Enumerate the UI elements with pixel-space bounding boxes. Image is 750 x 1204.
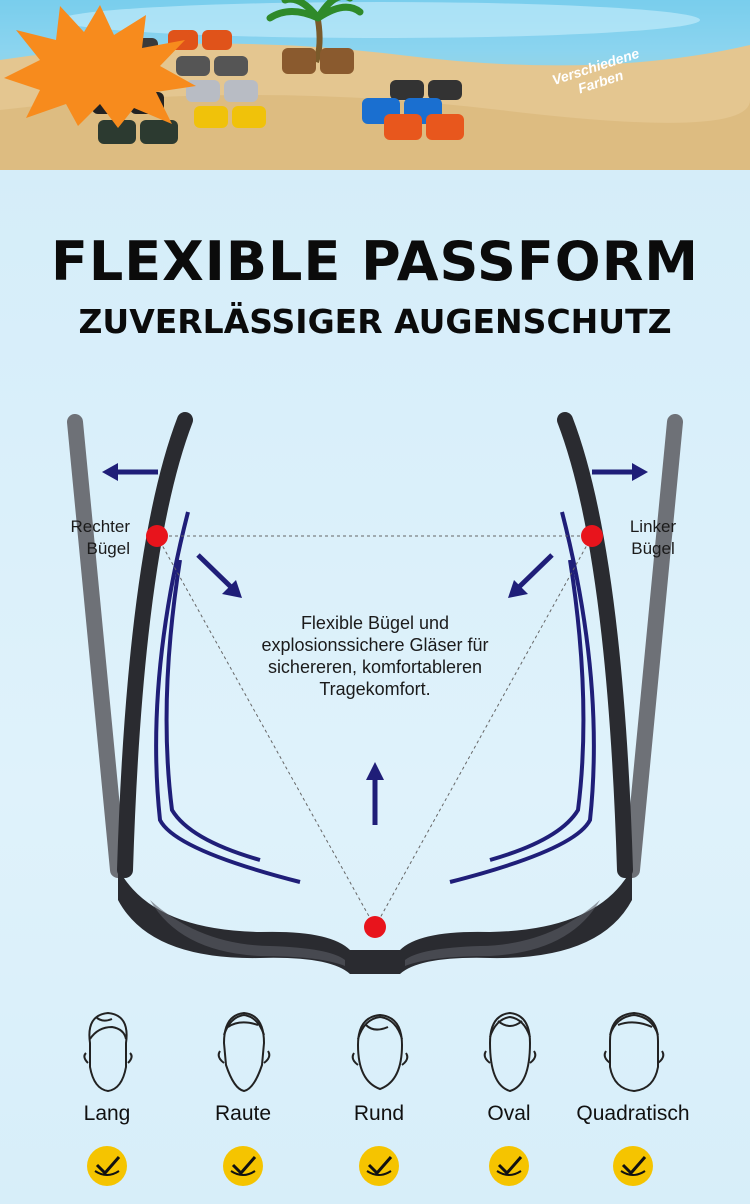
left-temple-label: Linker Bügel — [629, 517, 677, 558]
sunglasses-group-middle — [282, 48, 464, 140]
headline-secondary: ZUVERLÄSSIGER AUGENSCHUTZ — [78, 302, 672, 341]
face-long-icon — [83, 1011, 133, 1093]
hero-banner: Verschiedene Farben — [0, 0, 750, 170]
right-temple-label: Rechter Bügel — [70, 517, 130, 558]
check-icon — [223, 1146, 263, 1186]
headline-primary: FLEXIBLE PASSFORM — [50, 230, 700, 293]
face-shape-label-square: Quadratisch — [576, 1102, 690, 1125]
check-icon — [489, 1146, 529, 1186]
bridge-dot — [364, 916, 386, 938]
right-hinge-dot — [146, 525, 168, 547]
right-flex-arc-1 — [154, 511, 301, 884]
face-shape-label-long: Lang — [83, 1102, 131, 1125]
right-flex-arc-2 — [164, 559, 261, 862]
beach-sunglasses-illustration — [0, 0, 750, 170]
right-temple — [117, 412, 193, 878]
content-area — [0, 170, 750, 1204]
face-oval-icon — [483, 1011, 537, 1093]
left-hinge-dot — [581, 525, 603, 547]
right-temple-open — [67, 414, 126, 878]
check-icon — [359, 1146, 399, 1186]
arrow-up-icon — [366, 762, 384, 780]
face-shape-label-oval: Oval — [487, 1102, 531, 1125]
left-flex-arc-2 — [489, 559, 586, 862]
diagram-description: Flexible Bügel und explosionssichere Glä… — [261, 613, 489, 699]
color-variety-burst-icon — [4, 5, 196, 128]
left-flex-arc-1 — [449, 511, 596, 884]
face-shape-label-diamond: Raute — [214, 1102, 272, 1125]
arrow-right-outward-icon — [632, 463, 648, 481]
check-icon — [87, 1146, 127, 1186]
face-round-icon — [351, 1013, 409, 1091]
left-temple — [557, 412, 633, 878]
face-diamond-icon — [217, 1011, 271, 1093]
face-shape-label-round: Rund — [353, 1102, 405, 1125]
flex-fit-diagram — [67, 412, 683, 974]
arrow-inward-right-icon — [222, 580, 242, 598]
check-icon — [613, 1146, 653, 1186]
arrow-left-outward-icon — [102, 463, 118, 481]
face-square-icon — [603, 1011, 665, 1093]
arrow-inward-left-icon — [508, 580, 528, 598]
left-temple-open — [624, 414, 683, 878]
